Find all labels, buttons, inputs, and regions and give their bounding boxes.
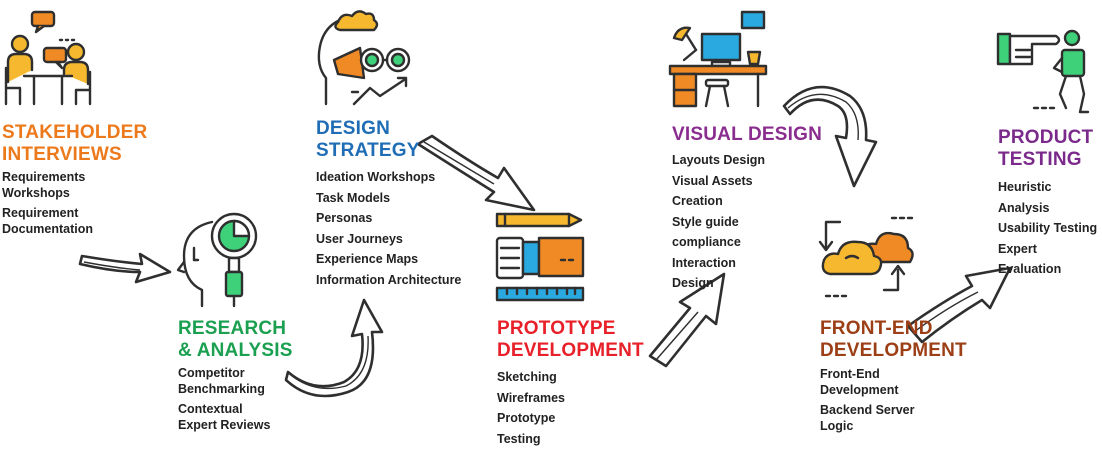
step-items-frontend: Front-End Development Backend Server Log… [820,367,915,434]
list-item: Documentation [2,221,93,236]
list-item: Workshops [2,185,70,200]
meeting-icon [4,10,92,106]
list-item: Benchmarking [178,381,265,396]
binocular-head-icon [317,10,411,106]
list-item: Task Models [316,190,391,205]
workstation-icon [668,10,768,108]
list-item: Heuristic Analysis [998,180,1052,215]
list-item: compliance [672,235,741,249]
arrow-prototype-to-visual [648,272,726,368]
arrow-stakeholder-to-research [78,252,172,284]
cloud-sync-icon [818,216,914,298]
step-title-visual-design: VISUAL DESIGN [672,124,823,145]
list-item: Creation [672,194,723,208]
list-item: Testing [497,431,541,446]
list-item: Information Architecture [316,272,462,287]
list-item: Front-End [820,367,880,381]
arrow-strategy-to-prototype [416,134,536,212]
step-items-stakeholder: Requirements Workshops Requirement Docum… [2,170,93,237]
list-item: Contextual [178,402,243,416]
list-item: Prototype [497,411,556,425]
step-items-design-strategy: Ideation Workshops Task Models Personas … [316,167,461,290]
pointing-hand-icon [996,29,1090,114]
list-item: Ideation Workshops [316,170,436,184]
magnifier-head-icon [176,212,258,308]
arrow-visual-to-frontend [782,85,878,188]
list-item: Expert Reviews [178,417,271,432]
list-item: Competitor [178,366,245,380]
step-items-visual-design: Layouts Design Visual Assets Creation St… [672,150,765,294]
step-title-research: RESEARCH& ANALYSIS [178,318,293,361]
step-items-research: Competitor Benchmarking Contextual Exper… [178,366,270,433]
list-item: Usability Testing [998,221,1098,235]
list-item: Personas [316,211,373,225]
arrow-research-to-strategy [284,298,384,398]
list-item: Visual Assets [672,173,753,188]
list-item: Style guide [672,214,739,229]
list-item: Requirement [2,206,79,220]
list-item: Wireframes [497,390,565,405]
list-item: Experience Maps [316,252,419,266]
list-item: Design [672,276,714,290]
step-items-prototype: Sketching Wireframes Prototype Testing [497,367,565,449]
list-item: Interaction [672,255,736,270]
step-items-testing: Heuristic Analysis Usability Testing Exp… [998,177,1102,280]
list-item: Logic [820,418,854,433]
list-item: Sketching [497,370,557,384]
list-item: Backend Server [820,403,915,417]
list-item: Requirements [2,170,86,184]
list-item: Development [820,382,899,397]
list-item: User Journeys [316,231,403,246]
arrow-frontend-to-testing [906,266,1012,344]
list-item: Layouts Design [672,153,766,167]
list-item: Expert Evaluation [998,241,1062,277]
sketch-tools-icon [495,212,585,302]
